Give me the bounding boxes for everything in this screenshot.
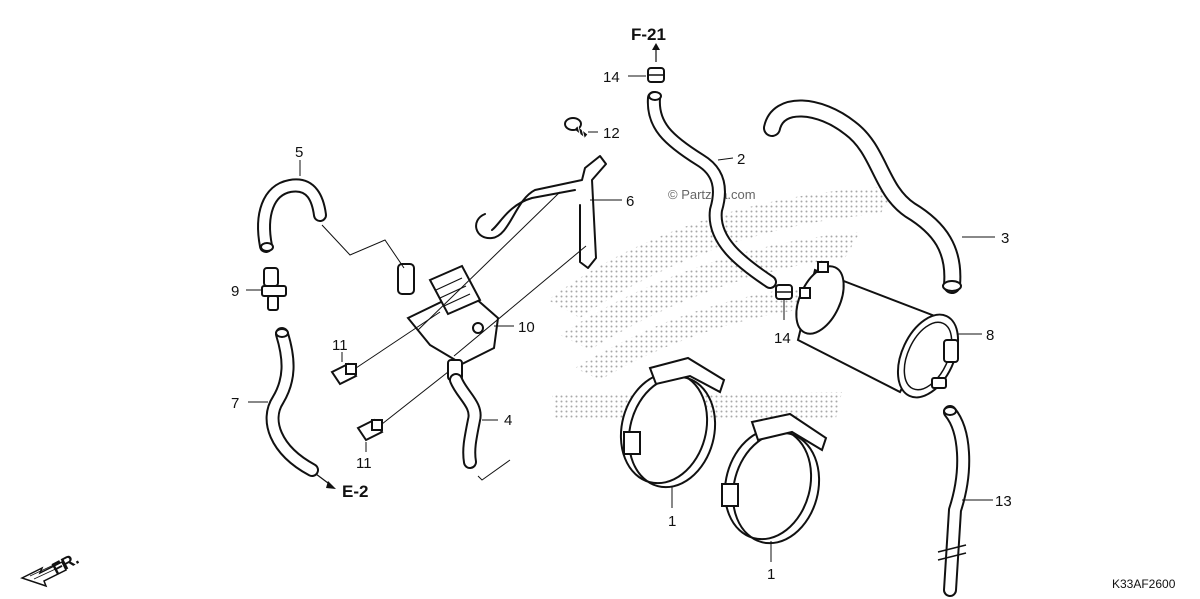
callout-11-lower: 11 — [356, 455, 372, 472]
bolt-part-11-upper — [330, 362, 358, 386]
hose-part-7 — [265, 327, 319, 477]
clip-part-14-top — [647, 67, 665, 83]
callout-9: 9 — [231, 283, 239, 300]
band-part-1-upper — [619, 356, 726, 489]
hose-part-5 — [257, 178, 327, 253]
clip-part-14-mid — [775, 284, 793, 300]
fitting-part-9 — [261, 267, 287, 311]
callout-2: 2 — [737, 151, 745, 168]
arrow-right-icon — [315, 473, 336, 489]
callout-1-lower: 1 — [767, 566, 775, 583]
callout-3: 3 — [1001, 230, 1009, 247]
reference-f21: F-21 — [631, 25, 666, 44]
callout-10: 10 — [518, 319, 535, 336]
callout-6: 6 — [626, 193, 634, 210]
hose-part-4 — [449, 373, 482, 469]
callout-8: 8 — [986, 327, 994, 344]
hose-part-13 — [937, 405, 971, 597]
callout-14-top: 14 — [603, 69, 620, 86]
callout-1-upper: 1 — [668, 513, 676, 530]
valve-part-10 — [397, 263, 500, 381]
callout-12: 12 — [603, 125, 620, 142]
callout-4: 4 — [504, 412, 512, 429]
callout-11-upper: 11 — [332, 337, 348, 354]
bolt-part-11-lower — [356, 418, 384, 442]
watermark-text: © Partzilla.com — [668, 187, 756, 202]
band-part-1-lower — [721, 412, 828, 545]
hose-part-2 — [646, 91, 777, 289]
reference-e2: E-2 — [342, 482, 368, 501]
diagram-code: K33AF2600 — [1112, 577, 1176, 591]
hose-part-3 — [763, 99, 962, 294]
callout-5: 5 — [295, 144, 303, 161]
front-arrow-icon — [20, 560, 68, 588]
callout-14-mid: 14 — [774, 330, 791, 347]
screw-part-12 — [564, 117, 588, 138]
arrow-up-icon — [652, 43, 660, 62]
callout-7: 7 — [231, 395, 239, 412]
callout-13: 13 — [995, 493, 1012, 510]
bracket-part-6 — [475, 155, 607, 269]
canister-part-8 — [795, 261, 960, 399]
